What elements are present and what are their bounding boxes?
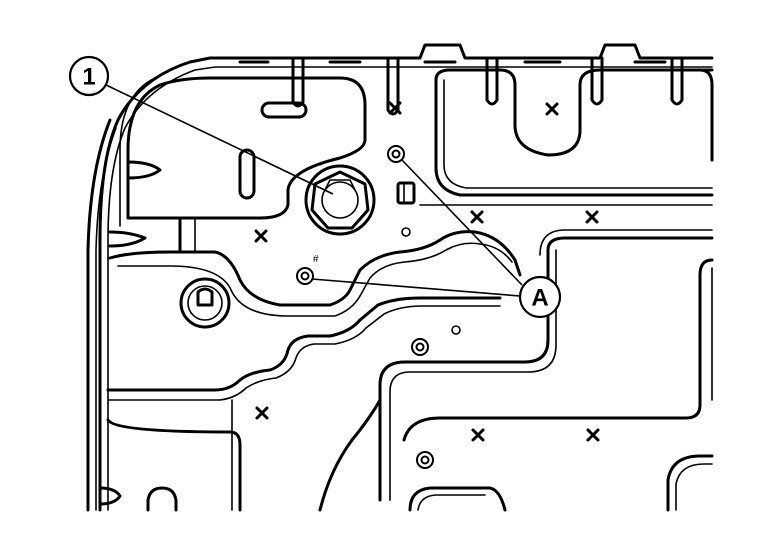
leader-1 — [103, 83, 334, 195]
x-mark — [254, 229, 268, 243]
drain-plug — [304, 164, 376, 236]
lower-contours — [98, 296, 714, 512]
leader-a-upper — [401, 159, 523, 286]
x-mark — [545, 102, 559, 116]
centre-plate — [108, 218, 522, 317]
x-mark — [470, 210, 484, 224]
round-boss — [179, 277, 231, 329]
right-upper-pocket — [419, 68, 714, 206]
x-mark — [388, 101, 402, 115]
right-centre-pocket — [378, 229, 714, 502]
callout-a: A — [518, 275, 562, 319]
panel-outline — [86, 43, 714, 512]
bolt-middle — [411, 338, 429, 356]
bolt-lower — [296, 267, 314, 285]
leader-a-lower — [311, 278, 521, 297]
callout-a-label: A — [531, 285, 548, 312]
callout-1: 1 — [68, 55, 110, 97]
x-mark — [586, 428, 600, 442]
x-mark — [585, 210, 599, 224]
x-marks — [254, 101, 600, 442]
x-mark — [255, 406, 269, 420]
leader-lines — [103, 83, 523, 297]
top-clips — [238, 56, 684, 116]
small-features: # — [313, 181, 461, 335]
bolt-bottom — [416, 451, 434, 469]
left-recess — [119, 76, 367, 227]
x-mark — [471, 428, 485, 442]
callout-1-label: 1 — [82, 64, 95, 91]
svg-text:#: # — [313, 254, 319, 265]
bolt-upper — [387, 145, 405, 163]
